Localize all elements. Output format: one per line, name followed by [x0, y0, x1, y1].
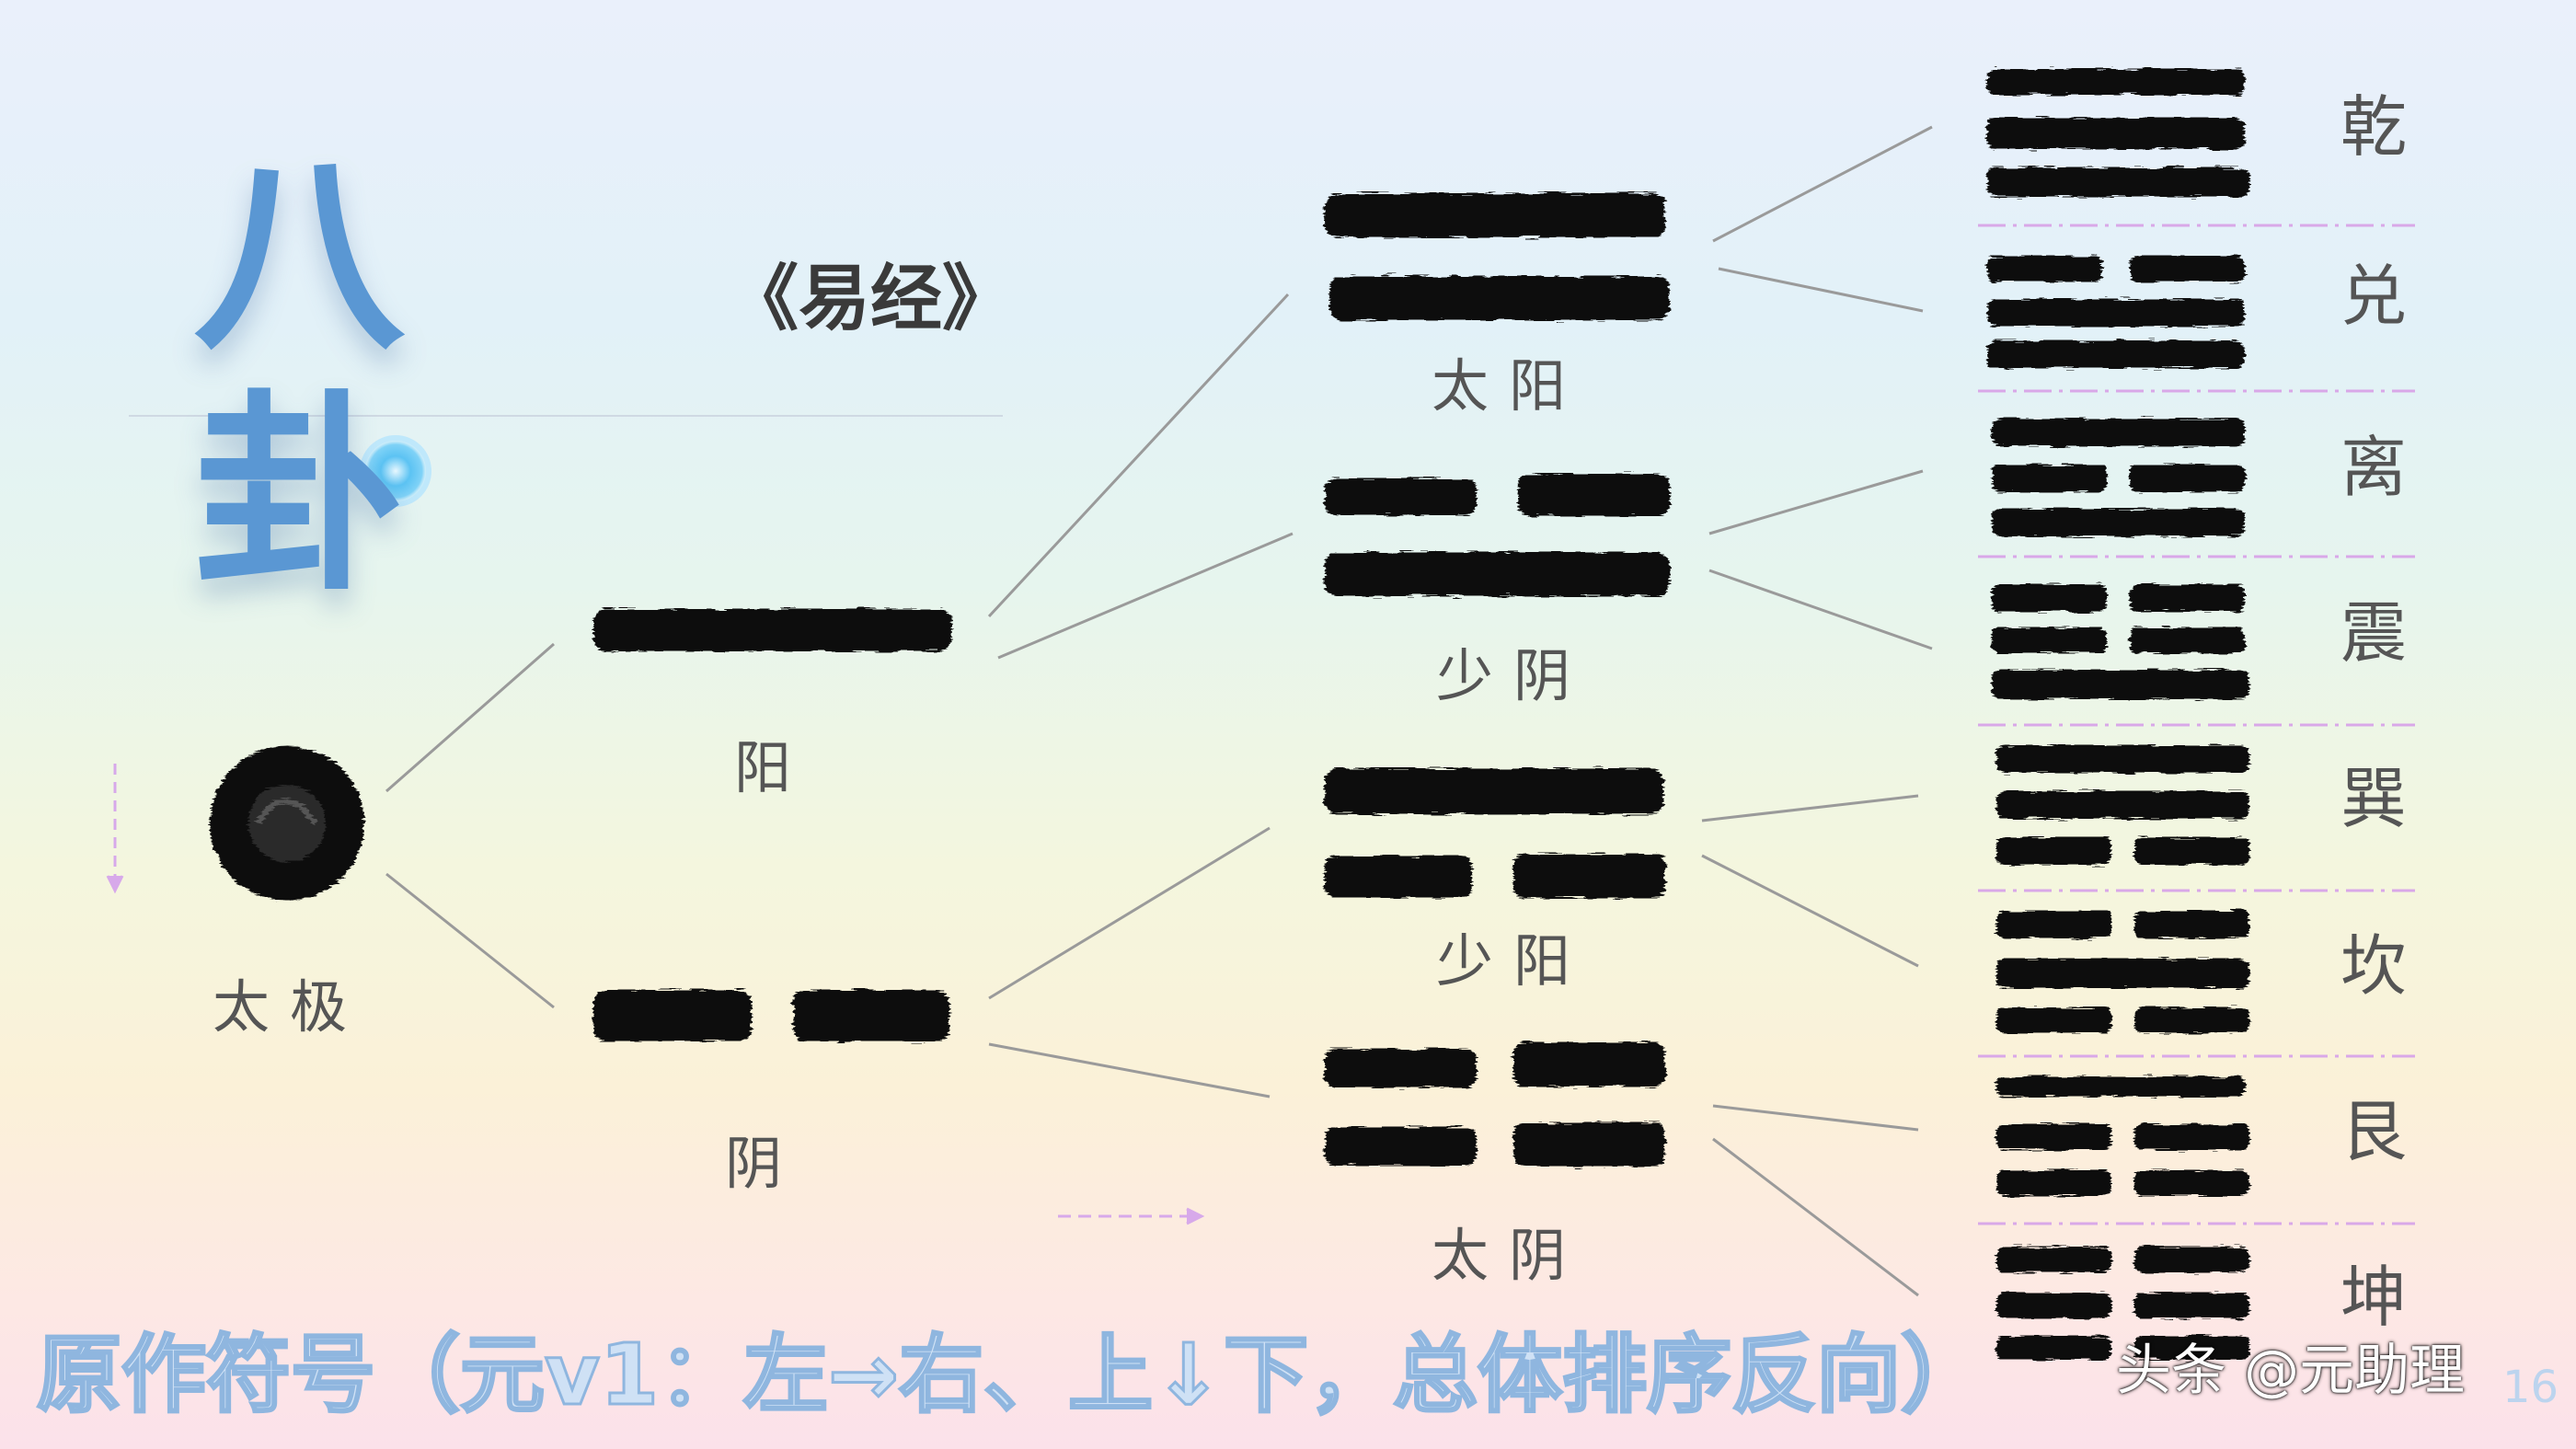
- yin-line-left: [593, 990, 752, 1041]
- right-dashed-arrow: [1058, 1207, 1205, 1225]
- trigram-label-xun: 巽: [2340, 760, 2407, 837]
- connectors: [385, 125, 1933, 1297]
- label-shao-yang: 少阳: [1435, 927, 1591, 995]
- watermark: 头条 @元助理: [2116, 1339, 2466, 1403]
- trigram-label-kun: 坤: [2340, 1259, 2407, 1336]
- connector-yang-shaoyin: [997, 532, 1294, 660]
- page-title: 八卦: [193, 134, 411, 619]
- orb-decoration: [360, 435, 431, 507]
- connector-yang-taiyang: [987, 293, 1290, 618]
- connector-shaoyang-xun: [1701, 794, 1919, 822]
- trigram-label-gen: 艮: [2340, 1093, 2407, 1170]
- page-number: 16: [2502, 1362, 2559, 1413]
- connector-taiji-yin: [385, 872, 555, 1009]
- trigram-label-kan: 坎: [2340, 927, 2407, 1005]
- label-shao-yin: 少阴: [1435, 642, 1591, 709]
- trigram-label-dui: 兑: [2340, 258, 2407, 335]
- page-subtitle: 《易经》: [727, 258, 1015, 340]
- connector-taiyin-kun: [1712, 1137, 1919, 1297]
- yin-line-right: [793, 990, 949, 1041]
- label-yang: 阳: [733, 734, 811, 801]
- connector-taiyang-qian: [1712, 125, 1933, 243]
- down-dashed-arrow: [106, 764, 124, 894]
- connector-yin-shaoyang: [988, 826, 1271, 1000]
- yao-strokes: [593, 69, 2249, 1360]
- connector-shaoyin-zhen: [1708, 569, 1933, 650]
- taiji-circle: [210, 746, 364, 901]
- connector-shaoyin-li: [1708, 469, 1924, 535]
- yang-line: [593, 609, 952, 651]
- label-yin: 阴: [724, 1130, 802, 1197]
- connector-taiyang-dui: [1718, 267, 1924, 313]
- connector-yin-taiyin: [988, 1042, 1271, 1098]
- connector-taiyin-gen: [1712, 1104, 1919, 1132]
- trigram-label-li: 离: [2340, 429, 2407, 506]
- caption-text: 原作符号（元v1：左→右、上↓下，总体排序反向）: [36, 1325, 1987, 1426]
- connector-taiji-yang: [385, 642, 555, 793]
- label-tai-yin: 太阴: [1431, 1222, 1586, 1289]
- trigram-label-zhen: 震: [2340, 594, 2407, 672]
- label-taiji: 太极: [212, 973, 367, 1041]
- trigram-label-qian: 乾: [2340, 88, 2407, 166]
- connector-shaoyang-kan: [1701, 854, 1919, 968]
- label-tai-yang: 太阳: [1431, 352, 1586, 420]
- trigram-dividers: [1978, 224, 2415, 1225]
